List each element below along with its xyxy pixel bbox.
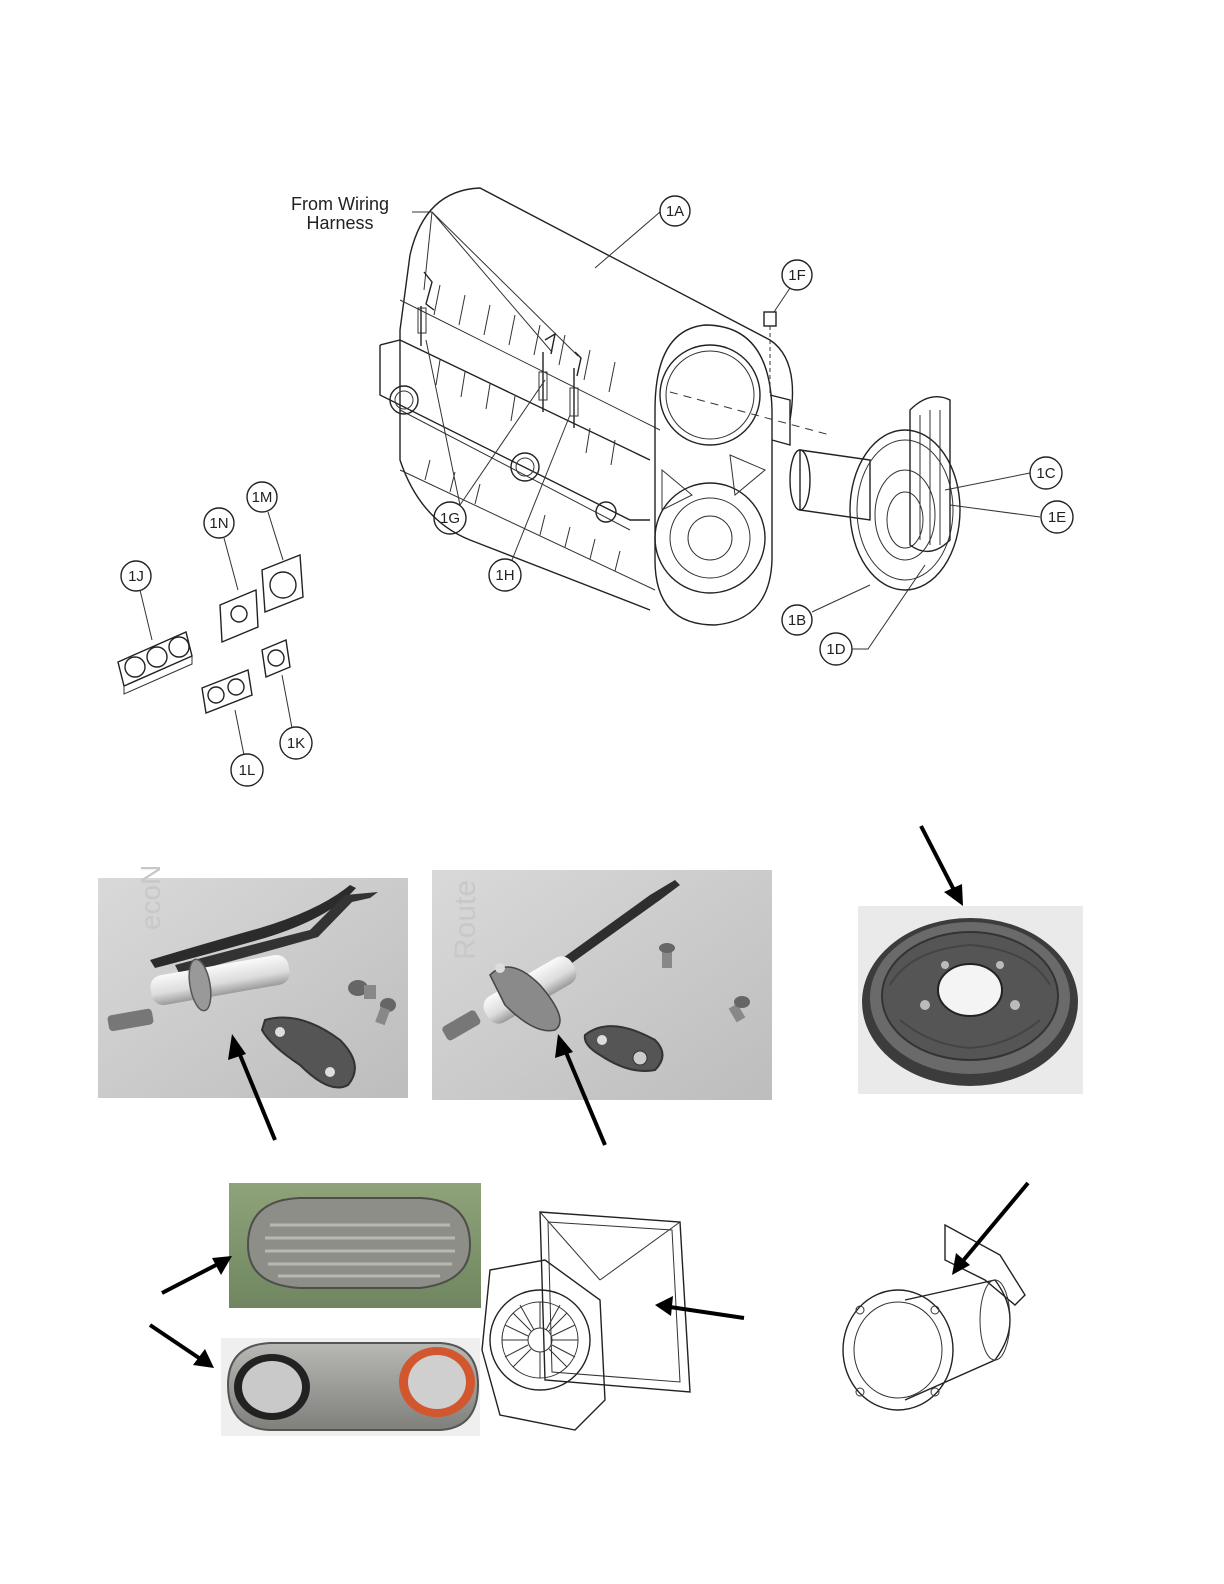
callout-1b: 1B [782, 585, 870, 635]
svg-text:1J: 1J [128, 568, 144, 585]
arrow-manifold-cover [162, 1256, 232, 1293]
arrow-blower [655, 1296, 744, 1318]
svg-text:1G: 1G [440, 510, 460, 527]
exploded-diagram: From Wiring Harness [118, 188, 1073, 786]
callout-1h: 1H [489, 415, 570, 591]
svg-text:1L: 1L [239, 762, 256, 779]
heat-exchanger-body [380, 188, 793, 625]
gasket-1n: 1N [204, 508, 258, 642]
svg-text:1H: 1H [495, 567, 514, 584]
venturi-drawing [843, 1225, 1025, 1410]
svg-text:1N: 1N [209, 515, 228, 532]
callout-1a: 1A [595, 196, 690, 268]
svg-text:1F: 1F [788, 267, 806, 284]
svg-text:1K: 1K [287, 735, 305, 752]
photo-manifold-underside [221, 1338, 480, 1436]
screw-1f [764, 312, 776, 395]
arrow-manifold-underside [150, 1325, 214, 1368]
callout-1e: 1E [950, 501, 1073, 533]
blower-drawing [482, 1212, 690, 1430]
harness-label-line1: From Wiring [291, 194, 389, 214]
gasket-1k: 1K [262, 640, 312, 759]
harness-label-line2: Harness [306, 213, 373, 233]
gasket-1j: 1J [118, 561, 192, 694]
gasket-1l: 1L [202, 670, 263, 786]
svg-text:1B: 1B [788, 612, 806, 629]
svg-text:1E: 1E [1048, 509, 1066, 526]
watermark-left: ecoN [135, 865, 166, 930]
svg-text:1C: 1C [1036, 465, 1055, 482]
arrow-venturi [952, 1183, 1028, 1275]
arrow-burner-plate [921, 826, 963, 906]
callout-1g: 1G [426, 340, 545, 534]
burner-assembly [670, 392, 960, 590]
photo-burner-plate [858, 906, 1083, 1094]
photo-flame-sensor: Route [432, 870, 772, 1100]
svg-text:1A: 1A [666, 203, 684, 220]
photo-manifold-cover [229, 1183, 481, 1308]
svg-text:1D: 1D [826, 641, 845, 658]
photo-ignition-electrode: ecoN [98, 865, 408, 1098]
svg-text:1M: 1M [252, 489, 273, 506]
callout-1f: 1F [774, 260, 812, 312]
watermark-middle: Route [449, 880, 482, 960]
callout-1c: 1C [945, 457, 1062, 490]
gasket-1m: 1M [247, 482, 303, 612]
